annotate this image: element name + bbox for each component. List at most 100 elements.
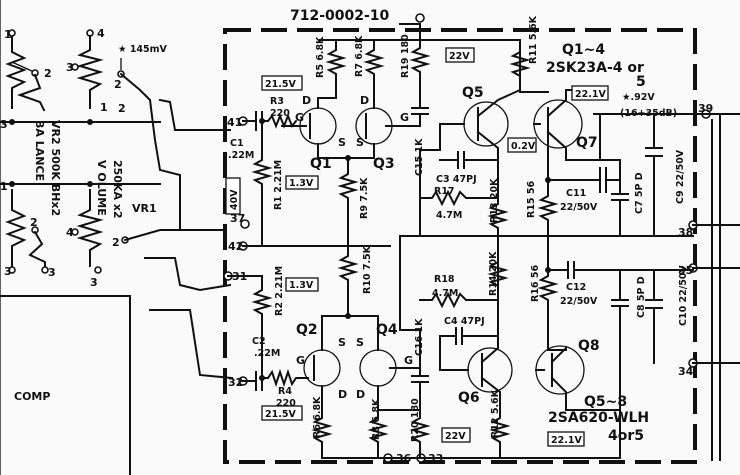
svg-text:D: D: [302, 94, 311, 107]
svg-text:4: 4: [97, 27, 105, 40]
svg-text:39: 39: [698, 102, 713, 115]
svg-text:37: 37: [230, 212, 245, 225]
svg-text:R18: R18: [434, 274, 455, 285]
svg-text:R3: R3: [270, 96, 284, 107]
svg-text:1: 1: [4, 28, 12, 41]
svg-text:22V: 22V: [449, 51, 470, 62]
svg-text:G: G: [295, 111, 304, 124]
svg-text:22V: 22V: [445, 431, 466, 442]
svg-text:S: S: [356, 336, 364, 349]
svg-text:R13 20K: R13 20K: [489, 178, 500, 223]
svg-text:R19 180: R19 180: [400, 34, 411, 78]
star-level-label: ★ 145mV: [118, 44, 168, 55]
svg-text:0.2V: 0.2V: [511, 141, 536, 152]
q6-label: Q6: [458, 390, 480, 406]
svg-text:34: 34: [678, 365, 694, 378]
board-id: 712-0002-10: [290, 8, 390, 24]
svg-text:220: 220: [276, 398, 296, 409]
svg-text:220: 220: [270, 108, 290, 119]
board-outline: [223, 28, 697, 464]
svg-text:22/50V: 22/50V: [560, 296, 598, 307]
svg-text:C11: C11: [566, 188, 586, 199]
svg-text:C16 1K: C16 1K: [414, 318, 425, 356]
svg-text:R20 180: R20 180: [410, 398, 421, 442]
vr1-label: VR1: [132, 202, 157, 215]
svg-text:D: D: [360, 94, 369, 107]
svg-text:C10 22/50V: C10 22/50V: [678, 265, 689, 326]
svg-text:R1 2.21M: R1 2.21M: [273, 160, 284, 210]
q4-label: Q4: [376, 322, 398, 338]
svg-text:1.3V: 1.3V: [289, 280, 314, 291]
q3-label: Q3: [373, 156, 395, 172]
svg-text:22.1V: 22.1V: [575, 89, 606, 100]
svg-text:R17: R17: [434, 186, 455, 197]
node-terminals: 41 37 42 31 32 39 38 35 34 36 33: [223, 13, 713, 465]
svg-text:42: 42: [228, 240, 243, 253]
svg-text:D: D: [356, 388, 365, 401]
svg-text:C8 5P D: C8 5P D: [636, 276, 647, 318]
svg-text:C3 47PJ: C3 47PJ: [436, 174, 477, 185]
svg-text:R9 7.5K: R9 7.5K: [359, 177, 370, 219]
svg-text:C9 22/50V: C9 22/50V: [675, 149, 686, 204]
balance-volume-section: 1 2 4 3 1 2 ★ 145mV 3 1 BA LANCE VR2 500…: [0, 0, 234, 475]
svg-text:32: 32: [228, 376, 243, 389]
svg-text:R10 7.5K: R10 7.5K: [362, 245, 373, 294]
svg-text:R16 56: R16 56: [530, 265, 541, 302]
svg-text:G: G: [400, 111, 409, 124]
svg-text:41: 41: [227, 116, 242, 129]
svg-text:2SK23A-4 or: 2SK23A-4 or: [546, 60, 644, 76]
svg-text:4: 4: [66, 226, 74, 239]
svg-text:C1: C1: [230, 138, 244, 149]
svg-text:2: 2: [112, 236, 120, 249]
svg-text:C2: C2: [252, 336, 266, 347]
svg-text:2SA620-WLH: 2SA620-WLH: [548, 410, 649, 426]
svg-text:4.7M: 4.7M: [432, 288, 458, 299]
svg-text:V OLUME: V OLUME: [95, 160, 108, 216]
svg-text:4.7M: 4.7M: [436, 210, 462, 221]
svg-text:40V: 40V: [229, 189, 240, 210]
svg-text:4or5: 4or5: [608, 428, 644, 444]
svg-text:21.5V: 21.5V: [265, 79, 296, 90]
svg-text:R8 6.8K: R8 6.8K: [371, 398, 382, 440]
svg-text:2: 2: [114, 78, 122, 91]
upper-channel: R5 6.8K R7 6.8K R19 180 21.5V 22V Q1 D D…: [225, 15, 740, 461]
svg-text:R5 6.8K: R5 6.8K: [315, 36, 326, 78]
svg-text:R6 6.8K: R6 6.8K: [312, 396, 323, 438]
svg-text:1.3V: 1.3V: [289, 178, 314, 189]
svg-text:R4: R4: [278, 386, 292, 397]
svg-text:R11 5.6K: R11 5.6K: [528, 15, 539, 64]
q7-label: Q7: [576, 135, 598, 151]
svg-text:.22M: .22M: [228, 150, 254, 161]
svg-text:R12 5.6K: R12 5.6K: [490, 389, 501, 438]
svg-text:Q1~4: Q1~4: [562, 42, 605, 58]
svg-text:3: 3: [4, 265, 12, 278]
svg-text:1: 1: [0, 180, 8, 193]
q8-label: Q8: [578, 338, 600, 354]
svg-text:BA LANCE: BA LANCE: [33, 120, 46, 181]
svg-text:D: D: [338, 388, 347, 401]
svg-text:R2 2.21M: R2 2.21M: [274, 266, 285, 316]
svg-text:C4 47PJ: C4 47PJ: [444, 316, 485, 327]
svg-text:VR2 500K BHx2: VR2 500K BHx2: [49, 120, 62, 216]
svg-text:3: 3: [90, 276, 98, 289]
svg-text:2: 2: [30, 216, 38, 229]
svg-text:.22M: .22M: [254, 348, 280, 359]
svg-text:Q5~8: Q5~8: [584, 394, 627, 410]
svg-text:21.5V: 21.5V: [265, 409, 296, 420]
svg-text:G: G: [404, 354, 413, 367]
svg-text:5: 5: [636, 74, 646, 90]
svg-text:2: 2: [118, 102, 126, 115]
svg-text:3: 3: [66, 61, 74, 74]
comp-label: COMP: [14, 390, 50, 403]
svg-text:R14 20K: R14 20K: [488, 251, 499, 296]
q1-label: Q1: [310, 156, 332, 172]
svg-text:C7 5P D: C7 5P D: [634, 172, 645, 214]
svg-text:S: S: [356, 136, 364, 149]
svg-text:3: 3: [48, 266, 56, 279]
svg-text:1: 1: [100, 101, 108, 114]
svg-text:250KA x2: 250KA x2: [111, 160, 124, 219]
svg-text:S: S: [338, 336, 346, 349]
svg-text:S: S: [338, 136, 346, 149]
